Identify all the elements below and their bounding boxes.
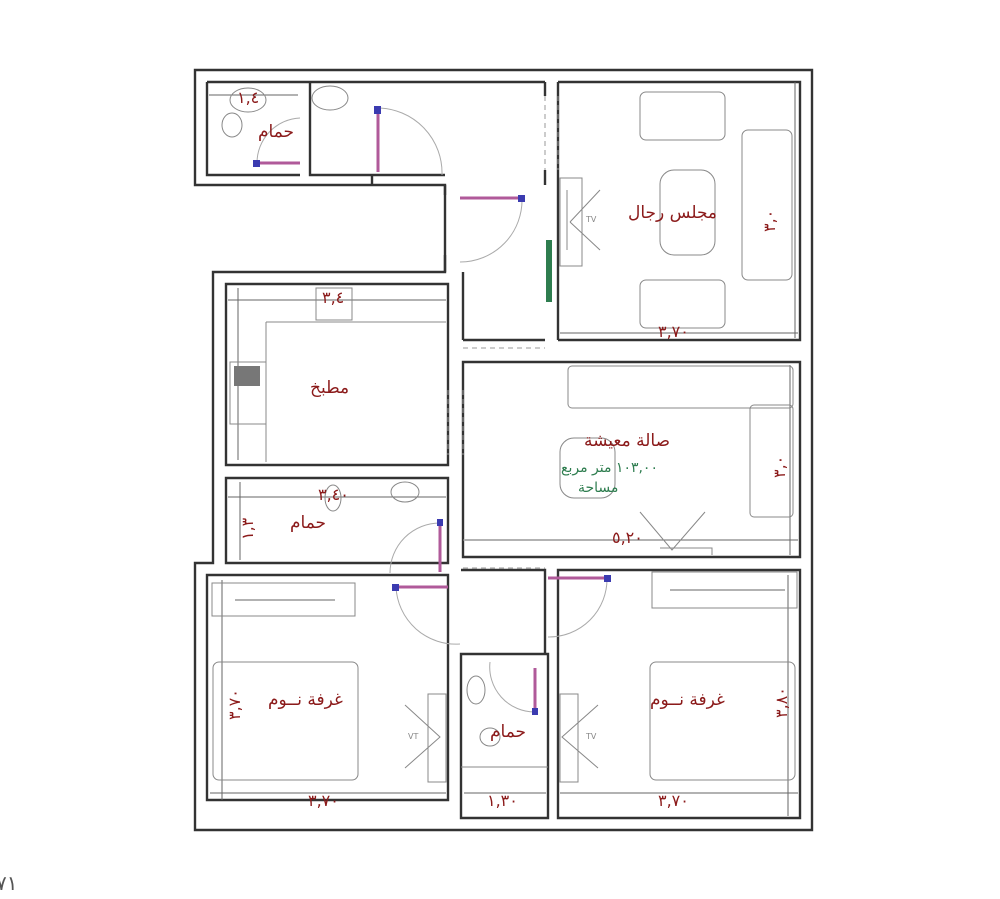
furniture	[211, 85, 798, 783]
bed-right-dim-h: ٣,٧٠	[658, 791, 689, 810]
tv-label-right: TV	[585, 732, 597, 741]
sink-bath-mid	[390, 481, 420, 503]
tv-unit-majlis	[559, 177, 583, 267]
dimension-lines	[209, 82, 798, 816]
living-area-label: مساحة	[578, 480, 618, 496]
doors	[253, 106, 611, 715]
bed-right-dim-v: ٣,٨٠	[772, 687, 791, 718]
green-partition	[546, 240, 552, 302]
living-label: صالة معيشة	[584, 431, 670, 451]
room-labels: حمام ١,٤ مجلس رجال ٣,٧٠ ٣,٠ TV مطبخ ٣,٤ …	[225, 88, 791, 810]
tv-label-left: VT	[408, 732, 418, 741]
bath-top-dim: ١,٤	[237, 88, 259, 107]
outer-walls	[193, 68, 814, 832]
bath-small-label: حمام	[490, 722, 526, 742]
bed-right-label: غرفة نــوم	[650, 690, 725, 710]
wardrobe-right	[651, 571, 798, 609]
sofa-top	[639, 91, 726, 141]
bath-small-dim-h: ١,٣٠	[487, 791, 518, 810]
tv-unit-right	[559, 693, 579, 783]
corner-sofa-side	[749, 404, 794, 518]
living-dim-h: ٥,٢٠	[612, 528, 643, 547]
sofa-right	[741, 129, 793, 281]
coffee-table	[659, 169, 716, 256]
bath-mid-dim-v: ١,٣	[238, 517, 257, 540]
bath-top-label: حمام	[258, 122, 294, 142]
tv-label-majlis: TV	[585, 215, 597, 224]
bed-left-label: غرفة نــوم	[268, 690, 343, 710]
bed-left-dim-h: ٣,٧٠	[308, 791, 339, 810]
majlis-dim-v: ٣,٠	[760, 210, 779, 232]
bed-right	[649, 661, 796, 781]
majlis-dim-h: ٣,٧٠	[658, 322, 689, 341]
living-dim-v: ٣,٠	[770, 456, 789, 478]
openings	[447, 96, 559, 569]
living-table	[559, 437, 616, 499]
living-area: ١٠٣,٠٠ متر مربع	[561, 460, 658, 476]
wardrobe-left	[211, 582, 356, 617]
majlis-label: مجلس رجال	[628, 203, 717, 223]
bed-left-dim-v: ٣,٧٠	[225, 689, 244, 720]
bath-mid-label: حمام	[290, 513, 326, 533]
kitchen-label: مطبخ	[310, 378, 349, 398]
sink-bath-top	[229, 87, 267, 113]
stove	[315, 287, 353, 321]
kitchen-dim: ٣,٤	[322, 288, 344, 307]
sofa-bottom	[639, 279, 726, 329]
tv-unit-left	[427, 693, 447, 783]
corner-sofa	[567, 365, 794, 409]
page-number: ٧١	[0, 871, 17, 895]
bath-mid-dim-h: ٣,٤٠	[318, 485, 349, 504]
bed-left	[212, 661, 359, 781]
